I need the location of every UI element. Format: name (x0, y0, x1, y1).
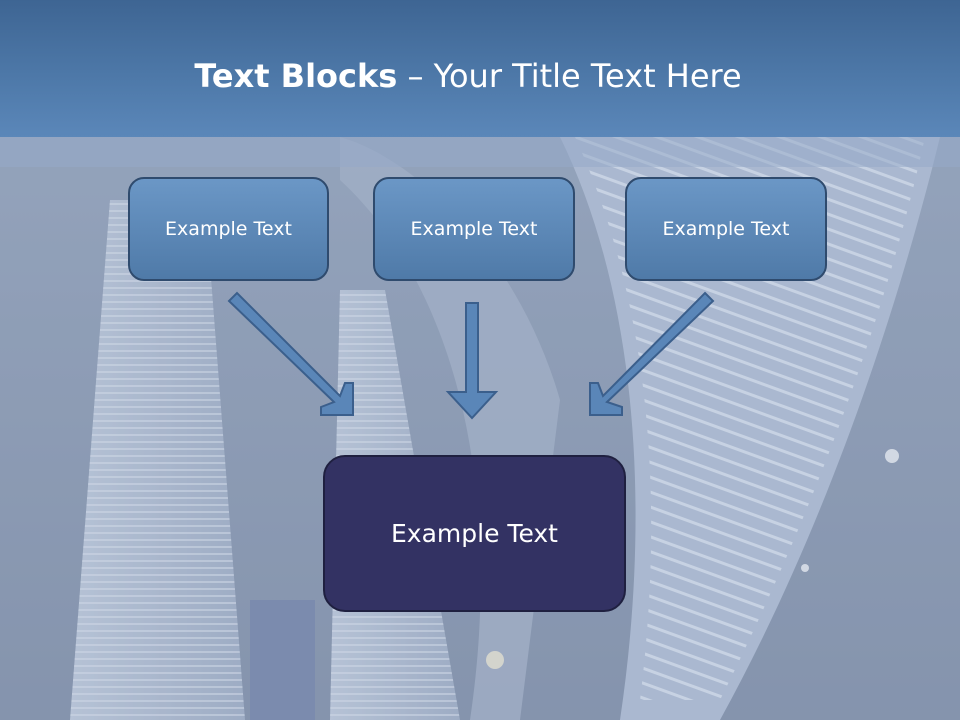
text-block-3[interactable]: Example Text (625, 177, 827, 281)
text-block-label: Example Text (662, 218, 790, 240)
header-band (0, 137, 960, 167)
main-text-block-label: Example Text (391, 519, 558, 548)
slide-title: Text Blocks – Your Title Text Here (0, 54, 948, 98)
title-bar (0, 0, 960, 137)
text-block-2[interactable]: Example Text (373, 177, 575, 281)
text-block-label: Example Text (165, 218, 292, 240)
text-block-1[interactable]: Example Text (128, 177, 329, 281)
title-rest: – Your Title Text Here (397, 57, 742, 95)
main-text-block[interactable]: Example Text (323, 455, 626, 612)
text-block-label: Example Text (410, 218, 538, 240)
title-bold: Text Blocks (194, 57, 398, 95)
